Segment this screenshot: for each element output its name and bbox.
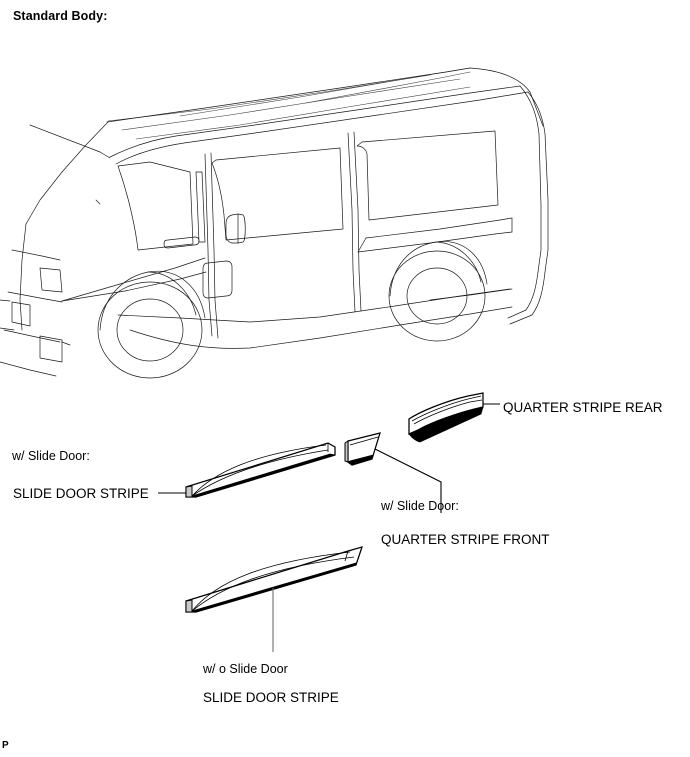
- rear-tyre-outer: [388, 250, 486, 342]
- part-slide-door-stripe-lower: [185, 546, 363, 613]
- front-trim-1: [0, 327, 15, 331]
- label-with-slide-door-left: w/ Slide Door:: [12, 449, 90, 463]
- part-slide-door-stripe-upper: [185, 442, 336, 498]
- slide-door-handle: [225, 213, 239, 244]
- b-pillar: [195, 171, 206, 243]
- roof-rear-corner: [469, 67, 544, 127]
- a-pillar-outer: [25, 121, 109, 225]
- label-slide-door-stripe-top: SLIDE DOOR STRIPE: [13, 486, 149, 501]
- label-without-slide-door: w/ o Slide Door: [203, 662, 288, 676]
- front-tyre-outer: [97, 281, 203, 379]
- part-quarter-stripe-front: [344, 432, 381, 466]
- slide-door-handle-grip: [237, 213, 246, 244]
- rear-lower-corner: [509, 271, 546, 325]
- door-seam-front: [204, 153, 213, 337]
- label-with-slide-door-right: w/ Slide Door:: [381, 499, 459, 513]
- side-mirror: [95, 199, 101, 205]
- door-seam-rear: [347, 132, 356, 313]
- front-wheel-rim: [116, 298, 184, 362]
- page-title: Standard Body:: [13, 9, 108, 23]
- bumper-lower-line: [0, 361, 57, 377]
- front-face-edge: [19, 223, 27, 331]
- front-grille-slot: [11, 301, 31, 327]
- label-quarter-stripe-rear: QUARTER STRIPE REAR: [503, 400, 663, 415]
- front-door-handle: [163, 236, 200, 249]
- page-marker: P: [2, 740, 9, 751]
- leader-quarter-stripe-front: [374, 448, 442, 513]
- front-mid-line: [7, 291, 63, 303]
- quarter-stripe-upper: [365, 217, 513, 239]
- headlamp: [39, 267, 63, 293]
- door-seam-rear-2: [353, 131, 362, 312]
- fuel-filler-door: [202, 260, 233, 299]
- part-quarter-stripe-rear: [408, 392, 484, 443]
- rear-pillar-inner: [519, 85, 542, 273]
- quarter-stripe-end: [357, 237, 367, 253]
- front-arch-inner: [147, 271, 197, 316]
- quarter-stripe-lower: [357, 231, 513, 253]
- slide-door-window: [211, 147, 344, 241]
- front-trim-2: [0, 299, 11, 302]
- front-door-window: [117, 161, 194, 251]
- rear-arch-inner: [435, 241, 482, 283]
- rear-wheel-rim: [406, 267, 468, 325]
- rear-lower-corner-inner: [507, 271, 539, 319]
- label-quarter-stripe-front: QUARTER STRIPE FRONT: [381, 532, 550, 547]
- rear-pillar: [527, 91, 549, 273]
- bumper-top-line: [3, 329, 61, 343]
- roof-front-edge: [106, 67, 471, 123]
- rocker-panel-line: [129, 306, 513, 349]
- door-seam-front-2: [210, 152, 219, 339]
- fog-lamp-housing: [39, 335, 63, 363]
- front-trim-3: [61, 341, 71, 346]
- front-door-stripe-lower: [61, 271, 207, 302]
- quarter-window: [356, 130, 499, 221]
- front-door-stripe-upper: [61, 257, 206, 302]
- rear-rocker-trim: [429, 288, 513, 301]
- front-edge-line: [29, 124, 111, 159]
- label-slide-door-stripe-bottom: SLIDE DOOR STRIPE: [203, 690, 339, 705]
- body-shoulder-line-2: [115, 91, 529, 165]
- body-shoulder-line: [109, 85, 521, 158]
- front-upper-line: [11, 249, 61, 261]
